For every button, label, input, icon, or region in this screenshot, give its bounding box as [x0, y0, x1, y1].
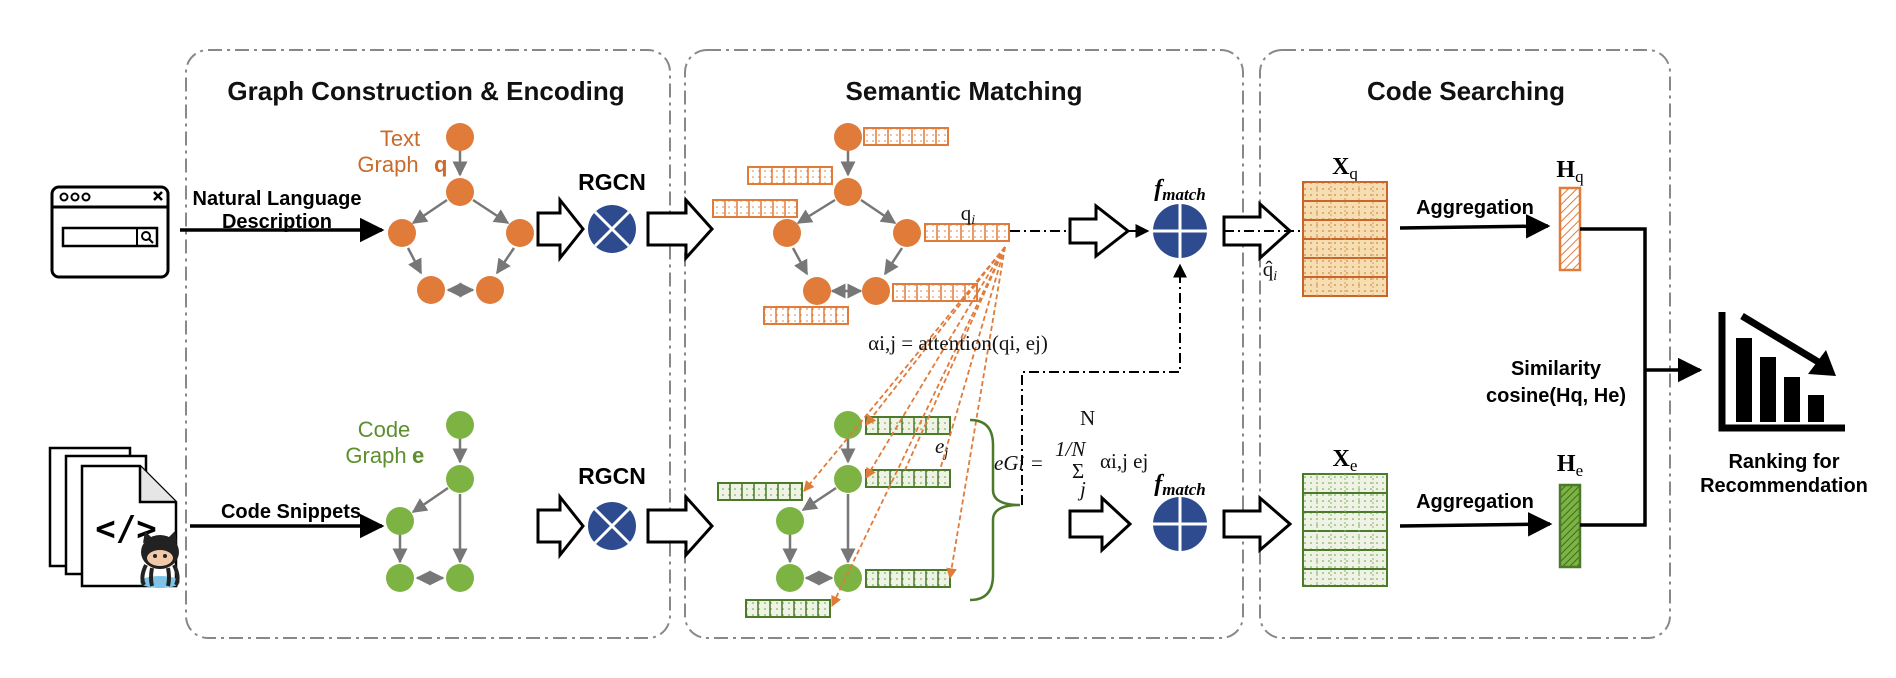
- xq-matrix: [1302, 181, 1388, 297]
- code-snippets-label: Code Snippets: [221, 501, 361, 523]
- aggregation-bottom-arrow: [1399, 512, 1553, 537]
- description-label: Description: [222, 211, 332, 233]
- aggregation-top-arrow: [1399, 214, 1551, 239]
- qi-label: qi: [961, 201, 976, 228]
- aggregation-bottom-label: Aggregation: [1416, 491, 1534, 513]
- svg-text:Σ: Σ: [1072, 459, 1084, 483]
- embedding-cell-dividers-bottom: [729, 417, 939, 617]
- code-graph-var: e: [412, 443, 424, 468]
- code-graph-label-line2: Graph: [345, 443, 406, 468]
- code-graph-label-line1: Code: [358, 417, 411, 442]
- panel-title-semantic-matching: Semantic Matching: [846, 76, 1083, 106]
- matching-text-graph: [773, 123, 921, 305]
- green-brace: [969, 418, 1021, 602]
- attention-lines: [803, 246, 1006, 607]
- block-arrow-to-xq: [1222, 200, 1293, 262]
- code-graph: [386, 411, 474, 592]
- attention-formula: αi,j = attention(qi, ej): [868, 331, 1048, 355]
- github-octocat-icon: [140, 531, 180, 588]
- block-arrow-bottom-2: [646, 493, 715, 559]
- text-graph-label-line1: Text: [380, 126, 420, 151]
- block-arrow-top-2: [646, 196, 715, 262]
- svg-text:j: j: [1077, 477, 1086, 501]
- eg-dashdot-path: [1021, 263, 1187, 505]
- embedding-cell-dividers-top: [724, 128, 998, 324]
- ranking-chart-icon: [1718, 312, 1845, 432]
- svg-text:eGi =: eGi =: [994, 451, 1044, 475]
- similarity-label: Similarity: [1511, 358, 1602, 380]
- qhat-label: q̂i: [1263, 257, 1278, 284]
- matching-code-graph: [776, 411, 862, 592]
- he-label: He: [1557, 451, 1583, 480]
- block-arrow-top-1: [536, 195, 585, 263]
- cosine-label: cosine(Hq, He): [1486, 385, 1626, 407]
- hq-vector: [1558, 186, 1582, 272]
- svg-text:N: N: [1080, 406, 1095, 430]
- block-arrow-match-bottom: [1068, 494, 1133, 554]
- rgcn-top-label: RGCN: [578, 169, 646, 195]
- fmatch-bottom-operator-icon: [1153, 497, 1207, 551]
- eg-formula: eGi = 1/N N Σ j αi,j ej: [994, 406, 1148, 501]
- fmatch-bottom-label: fmatch: [1154, 471, 1205, 499]
- fmatch-top-operator-icon: [1153, 204, 1207, 258]
- natural-language-label: Natural Language: [193, 188, 362, 210]
- ranking-label-line2: Recommendation: [1700, 475, 1868, 497]
- panel-title-graph-construction: Graph Construction & Encoding: [227, 76, 624, 106]
- text-graph-label-line2: Graph: [357, 152, 418, 177]
- code-node-embeddings: [717, 416, 951, 618]
- text-graph: [388, 123, 534, 304]
- panel-title-code-searching: Code Searching: [1367, 76, 1565, 106]
- svg-text:αi,j ej: αi,j ej: [1100, 449, 1148, 473]
- svg-text:1/N: 1/N: [1055, 437, 1086, 461]
- hq-label: Hq: [1556, 157, 1584, 186]
- hq-connector: [1580, 227, 1647, 527]
- ej-label: ej: [935, 434, 948, 461]
- text-graph-var: q: [434, 152, 447, 177]
- aggregation-top-label: Aggregation: [1416, 197, 1534, 219]
- rgcn-top-operator-icon: [588, 205, 636, 253]
- rgcn-bottom-label: RGCN: [578, 463, 646, 489]
- panel-code-searching: [1259, 49, 1671, 639]
- xq-label: Xq: [1332, 154, 1358, 183]
- fmatch-top-label: fmatch: [1154, 176, 1205, 204]
- panel-semantic-matching: [684, 49, 1244, 639]
- block-arrow-match-top: [1068, 202, 1131, 260]
- browser-window-icon: [50, 185, 170, 279]
- ranking-label-line1: Ranking for: [1728, 451, 1839, 473]
- xe-label: Xe: [1333, 446, 1358, 475]
- block-arrow-bottom-1: [536, 492, 585, 560]
- panel-graph-construction: [185, 49, 671, 639]
- text-node-embeddings: [712, 127, 1010, 325]
- xe-matrix: [1302, 473, 1388, 587]
- he-vector: [1558, 483, 1582, 569]
- block-arrow-to-xe: [1222, 494, 1293, 554]
- rgcn-bottom-operator-icon: [588, 502, 636, 550]
